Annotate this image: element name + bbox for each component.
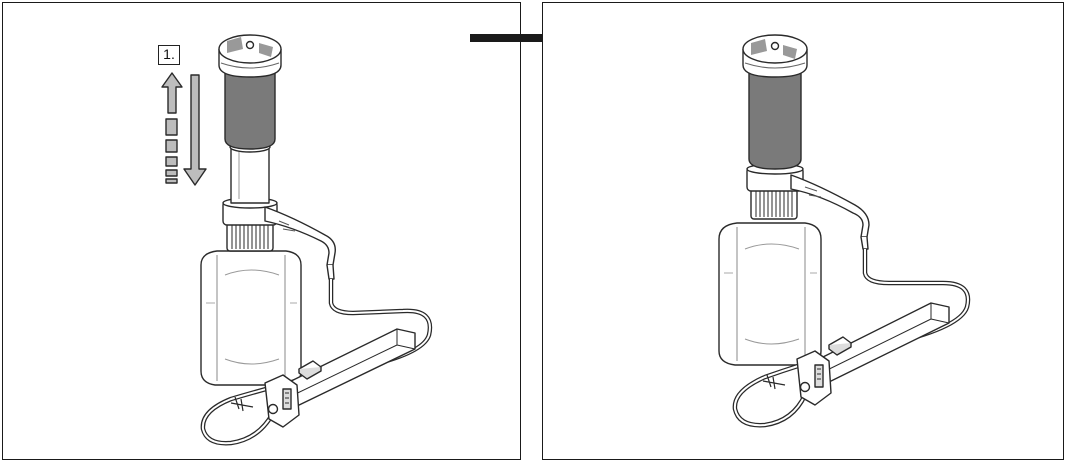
pump-sleeve xyxy=(224,72,276,150)
bottle-collar xyxy=(226,222,274,252)
discharge-arm xyxy=(790,174,870,250)
reagent-bottle xyxy=(718,222,822,366)
pipette-handle xyxy=(810,302,950,384)
bottle-collar xyxy=(750,188,798,220)
right-arrow-icon xyxy=(470,26,602,50)
up-down-arrow-icon xyxy=(161,72,207,186)
dispenser-cap xyxy=(218,34,282,78)
dispenser-illustration-retracted xyxy=(718,34,971,428)
step-2-panel xyxy=(542,2,1064,460)
glass-cylinder xyxy=(229,141,271,204)
reagent-bottle xyxy=(200,250,302,386)
pump-sleeve xyxy=(748,72,802,170)
step-1-panel: 1. xyxy=(2,2,521,460)
dispenser-illustration-extended xyxy=(161,34,433,446)
tube-clamp xyxy=(762,350,832,406)
step-1-label: 1. xyxy=(158,45,180,65)
dispenser-cap xyxy=(742,34,808,78)
tube-clamp xyxy=(230,374,300,428)
discharge-arm xyxy=(264,206,336,280)
